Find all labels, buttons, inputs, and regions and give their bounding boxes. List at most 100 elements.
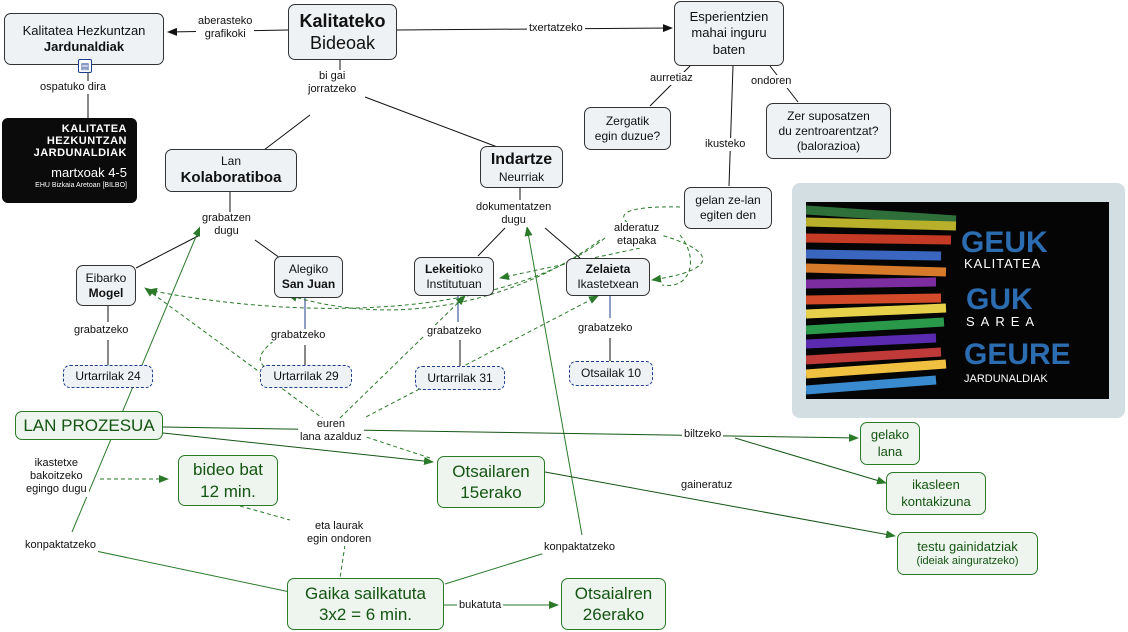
- node-line: baten: [712, 41, 746, 57]
- edge-label-aberasteko: aberasteko grafikoki: [196, 15, 255, 42]
- node-zelaieta[interactable]: Zelaieta Ikastetxean: [566, 258, 650, 296]
- pencils-photo: GEUK KALITATEA GUK SAREA GEURE JARDUNALD…: [806, 202, 1109, 399]
- edge: [339, 295, 466, 419]
- node-line: (balorazioa): [796, 138, 861, 153]
- node-title: Kalitatea Hezkuntzan: [22, 22, 146, 38]
- logo-word: GEURE: [964, 338, 1071, 371]
- node-otsailaren-15[interactable]: Otsailaren 15erako: [437, 456, 545, 508]
- node-line: Zergatik: [605, 113, 650, 128]
- poster-image: KALITATEA HEZKUNTZAN JARDUNALDIAK martxo…: [2, 118, 137, 203]
- edge: [71, 545, 291, 593]
- edge: [162, 432, 434, 466]
- node-zer-suposatzen[interactable]: Zer suposatzen du zentroarentzat? (balor…: [766, 103, 891, 159]
- logo-word: GUK: [966, 283, 1033, 316]
- node-title-bold: Lekeitio: [424, 261, 471, 276]
- label-line: bi gai: [319, 70, 346, 82]
- node-zergatik[interactable]: Zergatik egin duzue?: [584, 107, 671, 150]
- edge: [339, 544, 346, 579]
- edge-label-grabatzen-dugu: grabatzen dugu: [200, 212, 253, 239]
- node-line: testu gainidatziak: [917, 538, 1018, 554]
- node-esperientzien[interactable]: Esperientzien mahai inguru baten: [674, 1, 784, 66]
- node-line: Esperientzien: [689, 9, 769, 25]
- node-ikasleen[interactable]: ikasleen kontakizuna: [886, 472, 986, 515]
- label-line: bakoitzeko: [29, 470, 83, 483]
- node-alegiko-san-juan[interactable]: Alegiko San Juan: [274, 256, 343, 298]
- edge-label-bukatuta: bukatuta: [457, 599, 504, 613]
- edge-label-konpaktatzeko: konpaktatzeko: [542, 541, 617, 555]
- node-title: Kalitateko: [299, 10, 386, 31]
- node-title: Kolaboratiboa: [180, 168, 282, 186]
- node-urtarrilak-31[interactable]: Urtarrilak 31: [415, 366, 505, 390]
- node-testu[interactable]: testu gainidatziak (ideiak ainguratzeko): [897, 532, 1038, 575]
- node-title: Indartze: [490, 150, 553, 168]
- edge: [162, 426, 859, 442]
- label-line: egingo dugu: [26, 483, 87, 496]
- node-eibarko-mogel[interactable]: Eibarko Mogel: [76, 265, 136, 306]
- node-lekeitioko[interactable]: Lekeitioko Institutuan: [414, 257, 494, 296]
- node-line: Lekeitioko: [425, 262, 483, 277]
- label-line: alderatuz: [614, 222, 660, 234]
- node-line: egin duzue?: [594, 128, 661, 143]
- label-line: eta laurak: [314, 520, 364, 532]
- edge-label-alderatuz: alderatuz etapaka: [612, 222, 662, 249]
- node-line: 3x2 = 6 min.: [318, 605, 413, 624]
- edge-label-ikusteko: ikusteko: [703, 138, 748, 152]
- node-otsailak-10[interactable]: Otsailak 10: [569, 361, 653, 386]
- document-icon[interactable]: ▤: [78, 59, 92, 73]
- node-lan-kolaboratiboa[interactable]: Lan Kolaboratiboa: [165, 149, 297, 192]
- node-subtitle: Jardunaldiak: [43, 39, 125, 54]
- edge-label-ikastetxe: ikastetxe bakoitzeko egingo dugu: [24, 457, 89, 497]
- logo-word: KALITATEA: [964, 256, 1041, 271]
- node-line: bideo bat: [193, 460, 263, 480]
- node-gelan[interactable]: gelan ze-lan egiten den: [684, 187, 772, 229]
- node-line: Otsaialren: [574, 583, 653, 603]
- node-line: gelan ze-lan: [695, 193, 761, 207]
- label-line: aberasteko: [198, 15, 253, 27]
- label-line: grabatzen: [202, 212, 251, 224]
- node-line: gelako: [870, 427, 910, 443]
- node-line: Eibarko: [85, 270, 127, 285]
- node-line: mahai inguru: [691, 25, 767, 41]
- node-gelako-lana[interactable]: gelako lana: [860, 422, 920, 465]
- node-line: 12 min.: [200, 481, 256, 501]
- poster-line: martxoak 4-5: [51, 165, 127, 180]
- edge: [287, 239, 601, 311]
- poster-line: EHU Bizkaia Aretoan [BILBO]: [35, 182, 127, 189]
- node-line: Zer suposatzen: [787, 108, 870, 123]
- node-otsailaren-26[interactable]: Otsaialren 26erako: [561, 578, 666, 630]
- node-line: Alegiko: [288, 262, 329, 276]
- node-line: Lan: [220, 153, 242, 168]
- node-line: Ikastetxean: [577, 277, 639, 291]
- edge-label-dokumentatzen: dokumentatzen dugu: [474, 201, 554, 228]
- node-kalitateko-bideoak[interactable]: Kalitateko Bideoak: [288, 4, 397, 60]
- edge: [661, 234, 691, 286]
- node-bideo-bat[interactable]: bideo bat 12 min.: [178, 455, 278, 506]
- node-lan-prozesua[interactable]: LAN PROZESUA: [15, 411, 163, 440]
- edge-label-aurretiaz: aurretiaz: [648, 72, 695, 86]
- node-line: du zentroarentzat?: [778, 123, 879, 138]
- poster-line: JARDUNALDIAK: [33, 147, 127, 159]
- edge-label-grabatzeko: grabatzeko: [425, 325, 484, 339]
- node-gaika-sailkatuta[interactable]: Gaika sailkatuta 3x2 = 6 min.: [287, 578, 444, 630]
- edge-label-grabatzeko: grabatzeko: [269, 329, 328, 343]
- edge: [544, 227, 581, 259]
- edge: [444, 551, 549, 585]
- edge: [263, 114, 311, 151]
- node-urtarrilak-24[interactable]: Urtarrilak 24: [63, 365, 153, 388]
- node-kalitatea-hezkuntzan[interactable]: Kalitatea Hezkuntzan Jardunaldiak: [4, 13, 164, 65]
- label-line: euren: [316, 418, 345, 430]
- node-line: 26erako: [582, 605, 645, 624]
- edge-label-grabatzeko: grabatzeko: [576, 322, 635, 336]
- node-line: Otsailaren: [452, 461, 530, 481]
- edge-label-euren: euren lana azalduz: [298, 418, 364, 445]
- label-line: jorratzeko: [308, 83, 357, 96]
- node-subtitle: Bideoak: [309, 33, 376, 53]
- edge-label-ospatuko: ospatuko dira: [38, 81, 109, 95]
- node-urtarrilak-29[interactable]: Urtarrilak 29: [260, 365, 352, 388]
- edge-label-ondoren: ondoren: [749, 75, 794, 89]
- edge-label-eta-laurak: eta laurak egin ondoren: [305, 520, 374, 547]
- poster-line: HEZKUNTZAN: [46, 135, 127, 147]
- node-indartze[interactable]: Indartze Neurriak: [480, 146, 563, 188]
- label-line: dokumentatzen: [476, 201, 552, 213]
- edge-label-grabatzeko: grabatzeko: [72, 324, 131, 338]
